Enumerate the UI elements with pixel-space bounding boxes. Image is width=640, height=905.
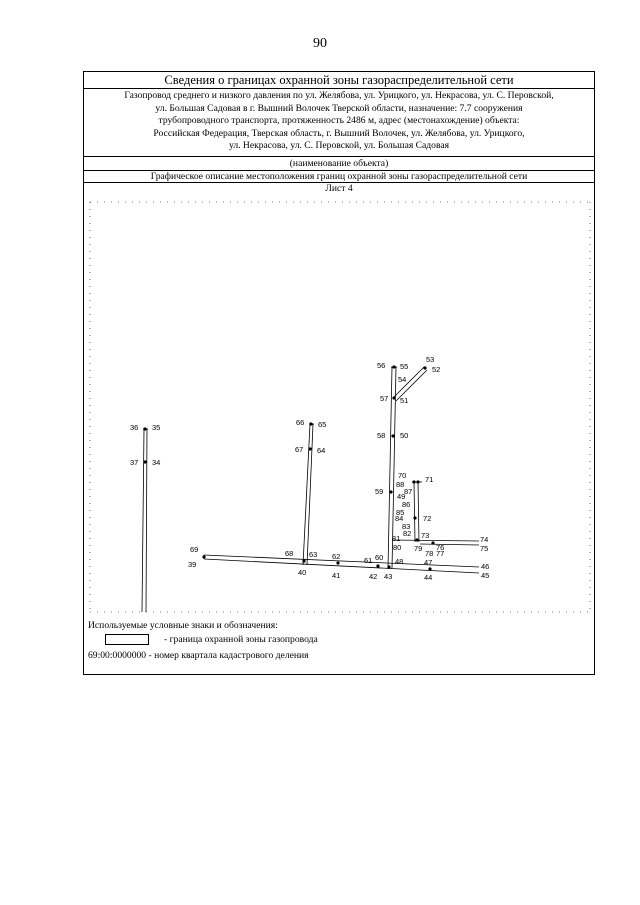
object-name-label: (наименование объекта)	[84, 157, 594, 171]
legend-item-cadastral: 69:00:0000000 - номер квартала кадастров…	[84, 649, 594, 663]
boundary-points	[143, 365, 435, 571]
map-label: 80	[393, 543, 401, 552]
map-label: 45	[481, 571, 489, 580]
boundary-map: 36 35 37 34 66 65 67 64 56 55 53 52 54 5…	[89, 201, 591, 613]
map-label: 52	[432, 365, 440, 374]
map-label: 67	[295, 445, 303, 454]
graphic-description-title: Графическое описание местоположения гран…	[84, 171, 594, 183]
map-label: 73	[421, 531, 429, 540]
map-label: 51	[400, 396, 408, 405]
map-label: 41	[332, 571, 340, 580]
boundary-symbol-icon	[105, 634, 149, 645]
map-label: 35	[152, 423, 160, 432]
map-label: 69	[190, 545, 198, 554]
map-label: 87	[404, 487, 412, 496]
map-label: 82	[403, 529, 411, 538]
description-line: ул. Некрасова, ул. С. Перовской, ул. Бол…	[228, 140, 450, 152]
map-label: 76	[436, 543, 444, 552]
map-label: 34	[152, 458, 160, 467]
description-line: трубопроводного транспорта, протяженност…	[158, 115, 520, 127]
map-label: 88	[396, 480, 404, 489]
page-number: 90	[313, 36, 327, 51]
map-label: 68	[285, 549, 293, 558]
map-label: 53	[426, 355, 434, 364]
point-labels: 36 35 37 34 66 65 67 64 56 55 53 52 54 5…	[130, 355, 489, 582]
map-label: 77	[436, 549, 444, 558]
map-label: 63	[309, 550, 317, 559]
legend-text: 69:00:0000000 - номер квартала кадастров…	[88, 650, 309, 661]
map-label: 62	[332, 552, 340, 561]
description-line: Газопровод среднего и низкого давления п…	[124, 90, 554, 101]
map-label: 59	[375, 487, 383, 496]
description-line: ул. Большая Садовая в г. Вышний Волочек …	[155, 102, 523, 114]
map-label: 56	[377, 361, 385, 370]
map-label: 72	[423, 514, 431, 523]
map-label: 44	[424, 573, 432, 582]
map-label: 39	[188, 560, 196, 569]
map-label: 42	[369, 572, 377, 581]
map-label: 85	[396, 508, 404, 517]
map-label: 78	[425, 549, 433, 558]
map-label: 47	[424, 558, 432, 567]
map-label: 71	[425, 475, 433, 484]
map-label: 81	[392, 534, 400, 543]
document-frame: Сведения о границах охранной зоны газора…	[83, 71, 595, 675]
map-label: 66	[296, 418, 304, 427]
map-label: 57	[380, 394, 388, 403]
map-label: 60	[375, 553, 383, 562]
legend-text: - граница охранной зоны газопровода	[164, 634, 318, 645]
description-line: Российская Федерация, Тверская область, …	[153, 127, 525, 139]
legend-title: Используемые условные знаки и обозначени…	[88, 620, 278, 631]
map-label: 86	[402, 500, 410, 509]
map-label: 74	[480, 535, 488, 544]
map-frame	[89, 201, 591, 613]
boundary-lines	[141, 366, 480, 613]
map-label: 70	[398, 471, 406, 480]
map-label: 84	[395, 514, 403, 523]
map-label: 79	[414, 544, 422, 553]
map-label: 46	[481, 562, 489, 571]
map-label: 64	[317, 446, 325, 455]
map-label: 49	[397, 492, 405, 501]
map-label: 48	[395, 557, 403, 566]
map-label: 83	[402, 522, 410, 531]
map-label: 36	[130, 423, 138, 432]
map-label: 58	[377, 431, 385, 440]
map-label: 65	[318, 420, 326, 429]
legend-item-boundary: - граница охранной зоны газопровода	[84, 633, 594, 649]
map-label: 43	[384, 572, 392, 581]
map-label: 75	[480, 544, 488, 553]
sheet-label: Лист 4	[325, 183, 353, 194]
object-description: Газопровод среднего и низкого давления п…	[84, 89, 594, 157]
map-label: 54	[398, 375, 406, 384]
document-title: Сведения о границах охранной зоны газора…	[84, 72, 594, 89]
map-label: 37	[130, 458, 138, 467]
map-label: 55	[400, 362, 408, 371]
map-label: 40	[298, 568, 306, 577]
map-label: 50	[400, 431, 408, 440]
map-label: 61	[364, 556, 372, 565]
